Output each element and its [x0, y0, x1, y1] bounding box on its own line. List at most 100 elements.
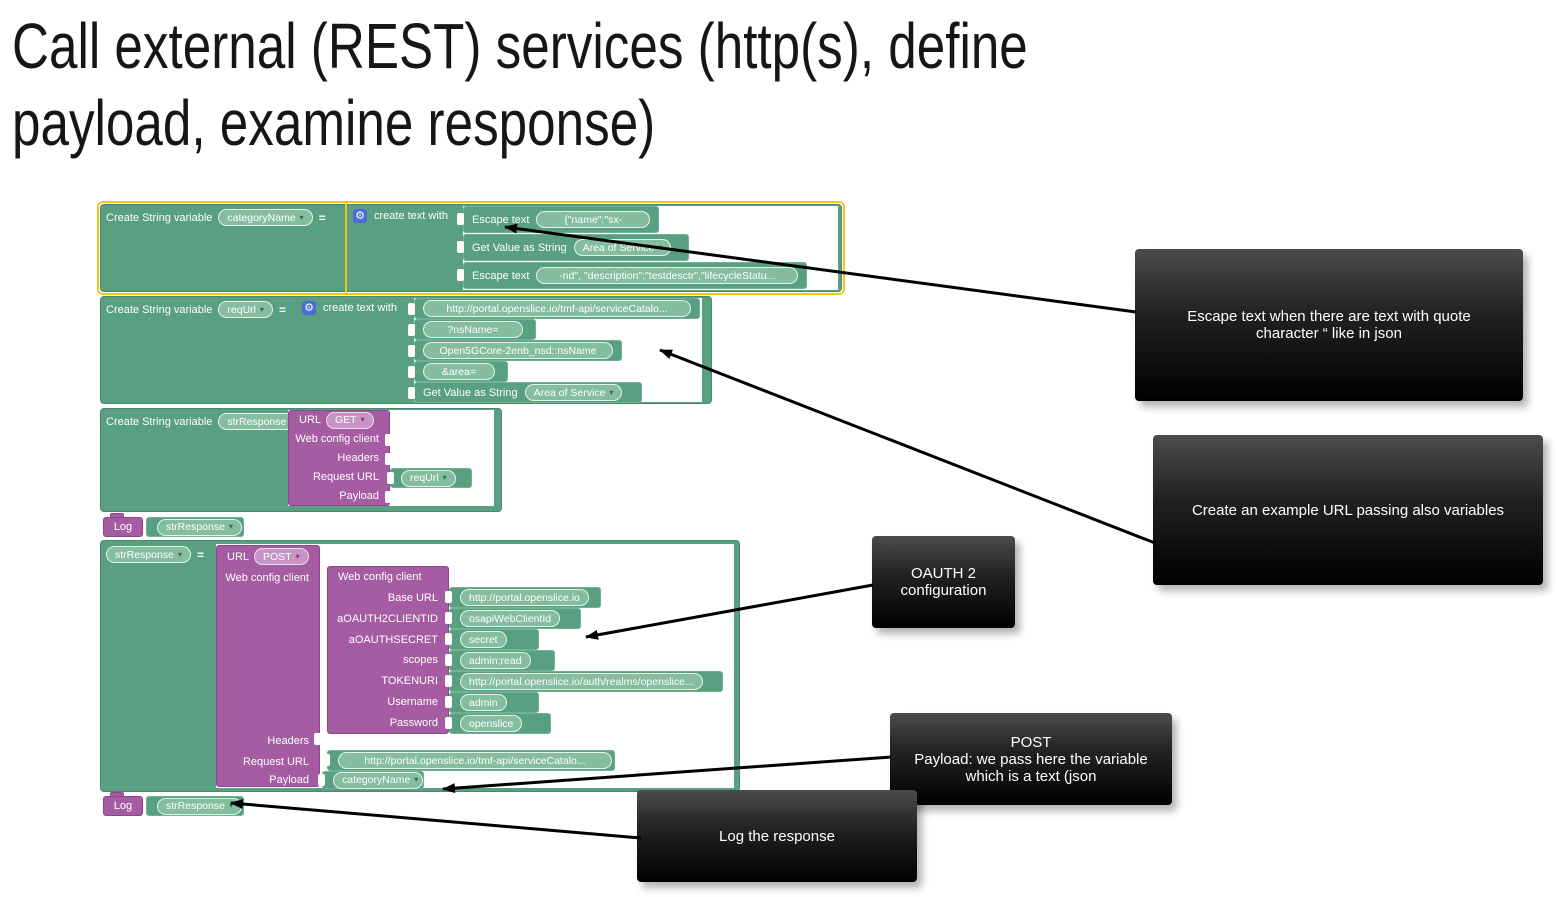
log2-strresponse-dropdown[interactable]: strResponse▾ [157, 797, 242, 815]
strresponse-dropdown[interactable]: strResponse▾ [218, 413, 304, 430]
method-post-dropdown[interactable]: POST▾ [254, 548, 309, 565]
callout-escape-text: Escape text when there are text with quo… [1135, 249, 1523, 401]
dropdown-arrow-icon: ▾ [177, 549, 182, 559]
value-socket [445, 654, 452, 666]
empty-socket [385, 434, 392, 446]
tokenuri-input[interactable]: http://portal.openslice.io/auth/realms/o… [460, 673, 703, 690]
escape-text-block-1[interactable]: Escape text {"name":"sx- [463, 206, 659, 233]
web-config-client-label: Web config client [225, 571, 309, 584]
username-input[interactable]: admin [460, 694, 507, 711]
empty-socket [314, 733, 321, 745]
post-request-url-holder[interactable]: http://portal.openslice.io/tmf-api/servi… [327, 750, 615, 771]
empty-socket [385, 491, 392, 503]
payload-label: Payload [339, 489, 379, 502]
method-get-dropdown[interactable]: GET▾ [326, 411, 374, 429]
base-url-holder[interactable]: http://portal.openslice.io [449, 587, 601, 608]
callout-create-url: Create an example URL passing also varia… [1153, 435, 1543, 585]
username-holder[interactable]: admin [449, 692, 539, 713]
callout-log-response-body: Log the response [719, 827, 835, 845]
scopes-label: scopes [403, 654, 438, 667]
nsname-query-input[interactable]: ?nsName= [423, 321, 523, 338]
escape-text-input-1[interactable]: {"name":"sx- [536, 211, 650, 228]
value-socket [445, 696, 452, 708]
log-block-2[interactable]: Log [103, 796, 143, 816]
value-socket [445, 633, 452, 645]
scopes-holder[interactable]: admin;read [449, 650, 555, 671]
dropdown-arrow-icon: ▾ [360, 415, 365, 425]
base-url-label: Base URL [387, 592, 438, 605]
log1-strresponse-dropdown[interactable]: strResponse▾ [157, 518, 242, 536]
text-block-query2[interactable]: &area= [414, 361, 508, 382]
text-block-query1[interactable]: ?nsName= [414, 319, 536, 340]
web-config-client-block[interactable]: Web config client Base URL aOAUTH2CLIENT… [327, 566, 449, 734]
area-query-input[interactable]: &area= [423, 363, 495, 380]
categoryname-dropdown[interactable]: categoryName▾ [218, 209, 313, 226]
area-of-service-dropdown-2[interactable]: Area of Service▾ [524, 384, 623, 401]
log1-value-holder[interactable]: strResponse▾ [146, 517, 244, 537]
text-block-urlpart[interactable]: http://portal.openslice.io/tmf-api/servi… [414, 298, 700, 319]
url-get-block[interactable]: URL GET▾ Web config client Headers Reque… [288, 410, 390, 506]
dropdown-arrow-icon: ▾ [259, 304, 264, 314]
gear-icon[interactable]: ⚙ [302, 301, 316, 315]
oauthsecret-label: aOAUTHSECRET [348, 633, 438, 646]
area-of-service-dropdown-1[interactable]: Area of Service▾ [573, 239, 672, 256]
escape-text-label: Escape text [472, 269, 530, 282]
dropdown-arrow-icon: ▾ [414, 775, 419, 784]
dropdown-arrow-icon: ▾ [658, 242, 663, 252]
tokenuri-holder[interactable]: http://portal.openslice.io/auth/realms/o… [449, 671, 723, 692]
arrow-log-response [230, 799, 642, 840]
nsd-value-input[interactable]: Open5GCore-2enb_nsd::nsName [423, 342, 613, 359]
escape-text-label: Escape text [472, 213, 530, 226]
post-request-url-input[interactable]: http://portal.openslice.io/tmf-api/servi… [338, 752, 612, 769]
callout-post-payload: POST Payload: we pass here the variable … [890, 713, 1172, 805]
value-socket [457, 241, 464, 253]
value-socket [445, 675, 452, 687]
url-part-input[interactable]: http://portal.openslice.io/tmf-api/servi… [423, 300, 691, 317]
create-string-variable-label: Create String variable [106, 415, 213, 428]
url-method-row: URL GET▾ [289, 411, 389, 430]
callout-escape-text-body: Escape text when there are text with quo… [1187, 308, 1471, 342]
value-socket [387, 472, 394, 484]
url-method-row: URL POST▾ [217, 546, 319, 567]
url-post-block[interactable]: URL POST▾ Web config client Headers Requ… [216, 545, 320, 787]
text-block-nsvalue[interactable]: Open5GCore-2enb_nsd::nsName [414, 340, 622, 361]
create-text-with-label: create text with [323, 302, 397, 314]
log2-value-holder[interactable]: strResponse▾ [146, 796, 244, 816]
escape-text-input-2[interactable]: -nd", "description":"testdesctr","lifecy… [536, 267, 798, 284]
url-label: URL [227, 550, 250, 563]
oauth2clientid-holder[interactable]: osapiWebClientId [449, 608, 581, 629]
value-socket [445, 591, 452, 603]
log-block-1[interactable]: Log [103, 517, 143, 537]
empty-socket [385, 453, 392, 465]
base-url-input[interactable]: http://portal.openslice.io [460, 589, 589, 606]
web-config-client-label: Web config client [295, 433, 379, 446]
set-categoryname-header: Create String variable categoryName▾ = [106, 209, 326, 226]
request-url-label: Request URL [242, 755, 309, 768]
post-payload-holder[interactable]: categoryName▾ [322, 771, 424, 789]
tokenuri-label: TOKENURI [381, 675, 438, 688]
create-text-with-block-1[interactable]: ⚙ create text with [353, 209, 448, 223]
value-socket [318, 774, 325, 786]
payload-label: Payload [269, 774, 309, 786]
gear-icon[interactable]: ⚙ [353, 209, 367, 223]
get-value-as-string-block-1[interactable]: Get Value as String Area of Service▾ [463, 234, 689, 261]
requrl-value-holder[interactable]: reqUrl▾ [390, 468, 472, 488]
oauth2clientid-label: aOAUTH2CLIENTID [337, 612, 438, 625]
password-input[interactable]: openslice [460, 715, 523, 732]
create-text-with-block-2[interactable]: ⚙ create text with [302, 301, 397, 315]
escape-text-block-2[interactable]: Escape text -nd", "description":"testdes… [463, 262, 807, 289]
oauthsecret-input[interactable]: secret [460, 631, 507, 648]
password-holder[interactable]: openslice [449, 713, 551, 734]
scopes-input[interactable]: admin;read [460, 652, 531, 669]
dropdown-arrow-icon: ▾ [299, 212, 304, 222]
strresponse-dropdown-2[interactable]: strResponse▾ [106, 546, 191, 563]
get-value-as-string-block-2[interactable]: Get Value as String Area of Service▾ [414, 382, 642, 403]
payload-categoryname-dropdown[interactable]: categoryName▾ [333, 771, 423, 789]
requrl-value-dropdown[interactable]: reqUrl▾ [401, 469, 456, 487]
requrl-dropdown[interactable]: reqUrl▾ [218, 301, 273, 318]
slide-title-line2: payload, examine response) [12, 86, 656, 159]
oauth2clientid-input[interactable]: osapiWebClientId [460, 610, 561, 627]
dropdown-arrow-icon: ▾ [228, 801, 233, 810]
oauthsecret-holder[interactable]: secret [449, 629, 539, 650]
